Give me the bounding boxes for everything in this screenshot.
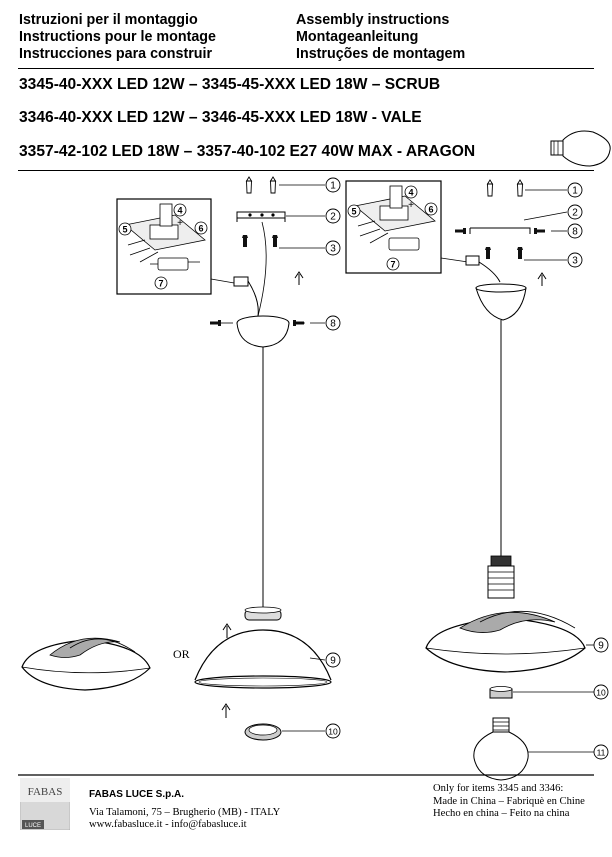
left-shade-swirl [21,637,151,691]
model-scrub: 3345-40-XXX LED 12W – 3345-45-XXX LED 18… [19,76,441,93]
heading-en: Assembly instructions [296,12,450,28]
origin-line3: Hecho en china – Feito na china [433,808,570,819]
company-name: FABAS LUCE S.p.A. [89,789,185,800]
left-diffuser [244,723,325,741]
rule-bottom [18,170,594,171]
title-bulb-icon [550,130,611,167]
callout-8-right: 8 [572,227,578,238]
left-inset-detail: 4 + 5 6 7 [116,198,212,295]
right-bulb [473,717,594,781]
or-label: OR [173,647,190,661]
plus-right: + [408,200,414,211]
left-bracket [236,211,325,222]
callout-8-left: 8 [330,319,336,330]
right-plugs [487,179,567,197]
heading-fr: Instructions pour le montage [19,29,216,45]
origin-info: Only for items 3345 and 3346: Made in Ch… [433,783,585,821]
callout-3-left: 3 [330,244,336,255]
company-contact: www.fabasluce.it - info@fabasluce.it [89,819,247,830]
callout-7-left: 7 [158,279,163,289]
left-fixture: 4 + 5 6 7 [21,176,332,741]
callout-1-right: 1 [572,186,578,197]
callout-10-left: 10 [328,727,338,737]
logo-text: FABAS [28,786,63,798]
plus-left: + [177,218,183,229]
callout-5-left: 5 [122,225,127,235]
origin-line1: Only for items 3345 and 3346: [433,783,564,794]
right-ring [489,686,594,699]
logo-sub: LUCE [25,823,41,829]
callout-10-right: 10 [596,688,606,698]
callouts: 1 2 3 8 9 10 1 2 8 3 9 10 11 [325,177,609,760]
callout-3-right: 3 [572,256,578,267]
fabas-logo: FABAS LUCE [20,778,70,830]
right-lampholder [487,555,515,599]
callout-11-right: 11 [597,748,606,758]
callout-6-left: 6 [198,224,203,234]
company-address: Via Talamoni, 75 – Brugherio (MB) - ITAL… [89,806,281,818]
heading-de: Montageanleitung [296,29,419,45]
callout-4-left: 4 [177,206,182,216]
origin-line2: Made in China – Fabriquè en Chine [433,795,585,807]
callout-5-right: 5 [351,207,356,217]
callout-7-right: 7 [390,260,395,270]
left-plugs [246,176,325,194]
callout-9-left: 9 [330,656,336,667]
callout-1-left: 1 [330,181,336,192]
right-shade-swirl [425,610,594,673]
callout-6-right: 6 [428,205,433,215]
right-screws [485,247,567,261]
heading-es: Instrucciones para construir [19,46,213,62]
callout-2-right: 2 [572,208,578,219]
right-bracket [455,211,568,234]
callout-9-right: 9 [598,641,604,652]
heading-left-block: Istruzioni per il montaggio Instructions… [19,12,216,63]
right-canopy [475,283,527,321]
heading-right-block: Assembly instructions Montageanleitung I… [296,12,465,63]
callout-2-left: 2 [330,212,336,223]
model-vale: 3346-40-XXX LED 12W – 3346-45-XXX LED 18… [19,109,422,126]
heading-pt: Instruções de montagem [296,46,466,62]
rule-top [18,68,594,69]
left-screws [242,235,325,249]
right-fixture: 4 + 5 6 7 [345,179,594,781]
left-canopy [210,315,325,348]
heading-it: Istruzioni per il montaggio [19,12,198,28]
company-info: FABAS LUCE S.p.A. Via Talamoni, 75 – Bru… [89,789,280,832]
left-shade-dome [194,629,332,689]
right-inset-detail: 4 + 5 6 7 [345,180,442,274]
model-aragon: 3357-42-102 LED 18W – 3357-40-102 E27 40… [19,143,476,160]
left-cap [244,606,282,621]
callout-4-right: 4 [408,188,413,198]
